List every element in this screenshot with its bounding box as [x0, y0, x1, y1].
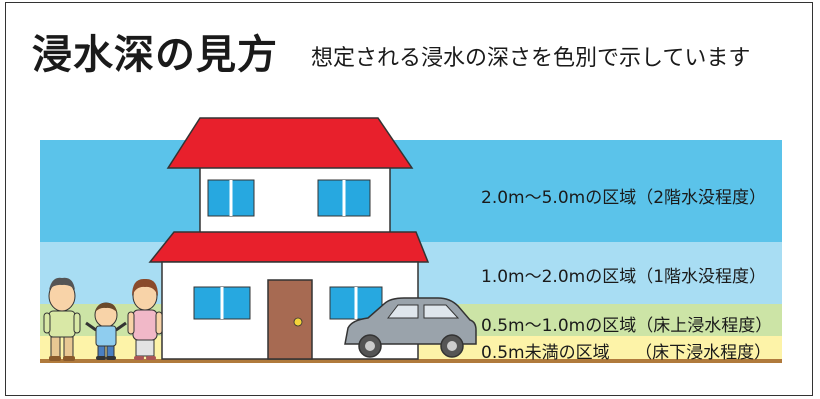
page-subtitle: 想定される浸水の深さを色別で示しています — [311, 46, 751, 71]
car-illustration — [344, 297, 477, 358]
band-label-05-1m: 0.5m〜1.0mの区域（床上浸水程度） — [481, 316, 773, 336]
house-door — [267, 279, 313, 360]
ground-line — [40, 359, 782, 363]
child-figure — [85, 302, 127, 360]
mother-figure — [127, 278, 163, 360]
band-label-1-2m: 1.0m〜2.0mの区域（1階水没程度） — [481, 267, 767, 287]
page-title: 浸水深の見方 — [32, 32, 278, 78]
band-2-5m — [40, 140, 782, 242]
house-upper-roof — [166, 117, 414, 169]
band-label-under-05m: 0.5m未満の区域 （床下浸水程度） — [481, 343, 772, 363]
father-figure — [43, 277, 81, 361]
family-illustration — [43, 277, 163, 361]
band-label-2-5m: 2.0m〜5.0mの区域（2階水没程度） — [481, 188, 767, 208]
door-knob — [293, 317, 303, 327]
house-lower-roof — [148, 231, 430, 263]
